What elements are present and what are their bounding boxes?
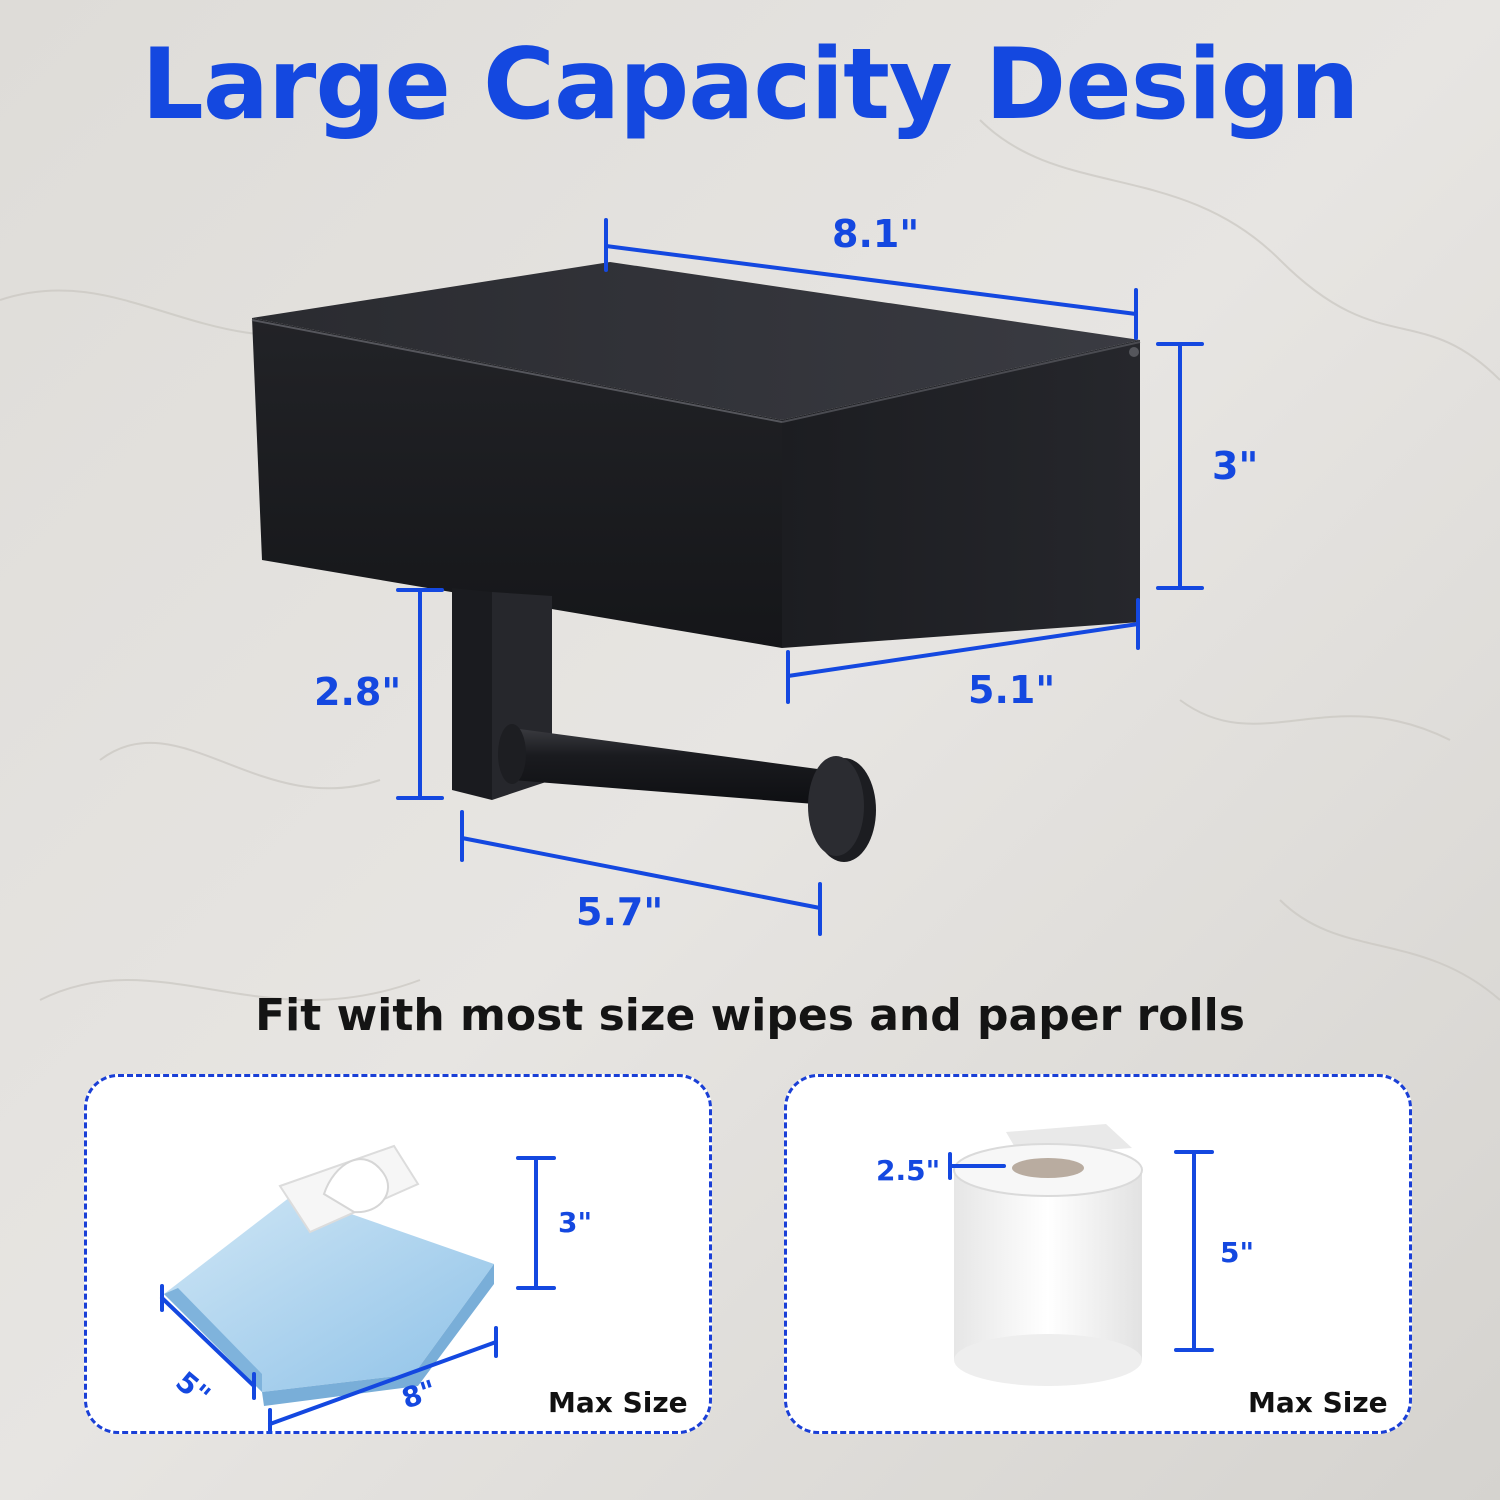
arm-length-label: 5.7" — [576, 890, 664, 934]
width-label: 8.1" — [832, 212, 920, 256]
roll-height-label: 5" — [1220, 1236, 1255, 1269]
wipes-height-label: 3" — [558, 1206, 593, 1239]
wipes-pack-image — [160, 1144, 556, 1434]
arm-height-label: 2.8" — [314, 670, 402, 714]
roll-core-label: 2.5" — [876, 1154, 941, 1187]
roll-max-size-label: Max Size — [1248, 1386, 1388, 1419]
paper-roll-image — [948, 1124, 1214, 1386]
subtitle: Fit with most size wipes and paper rolls — [255, 990, 1245, 1041]
depth-label: 5.1" — [968, 668, 1056, 712]
height-label: 3" — [1212, 444, 1259, 488]
page-title: Large Capacity Design — [141, 28, 1359, 142]
wipes-max-size-label: Max Size — [548, 1386, 688, 1419]
